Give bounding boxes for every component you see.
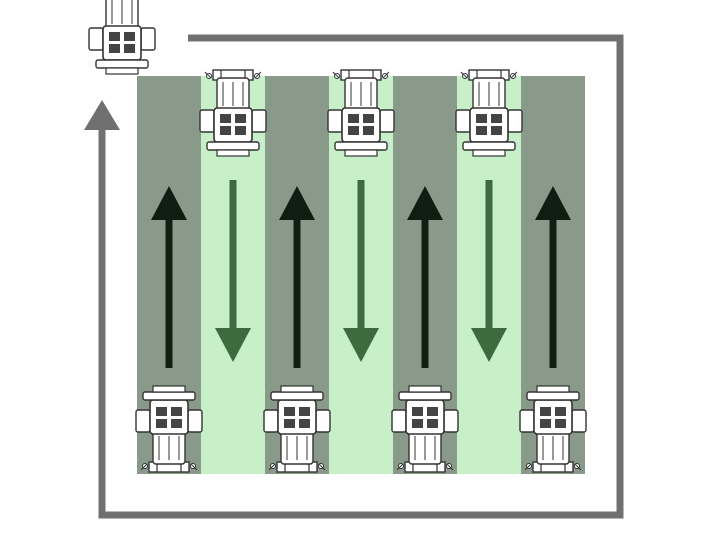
route-line (98, 34, 624, 519)
lane-arrow-6-down (471, 180, 507, 362)
lane-arrow-5-up (407, 186, 443, 368)
route-arrowhead (84, 100, 120, 130)
lane-arrow-3-up (279, 186, 315, 368)
return-route (84, 34, 624, 519)
lane-arrow-4-down (343, 180, 379, 362)
lane-arrow-1-up (151, 186, 187, 368)
direction-arrows (151, 180, 571, 368)
lane-arrow-7-up (535, 186, 571, 368)
vehicle-start-icon (88, 0, 156, 75)
lane-arrow-2-down (215, 180, 251, 362)
